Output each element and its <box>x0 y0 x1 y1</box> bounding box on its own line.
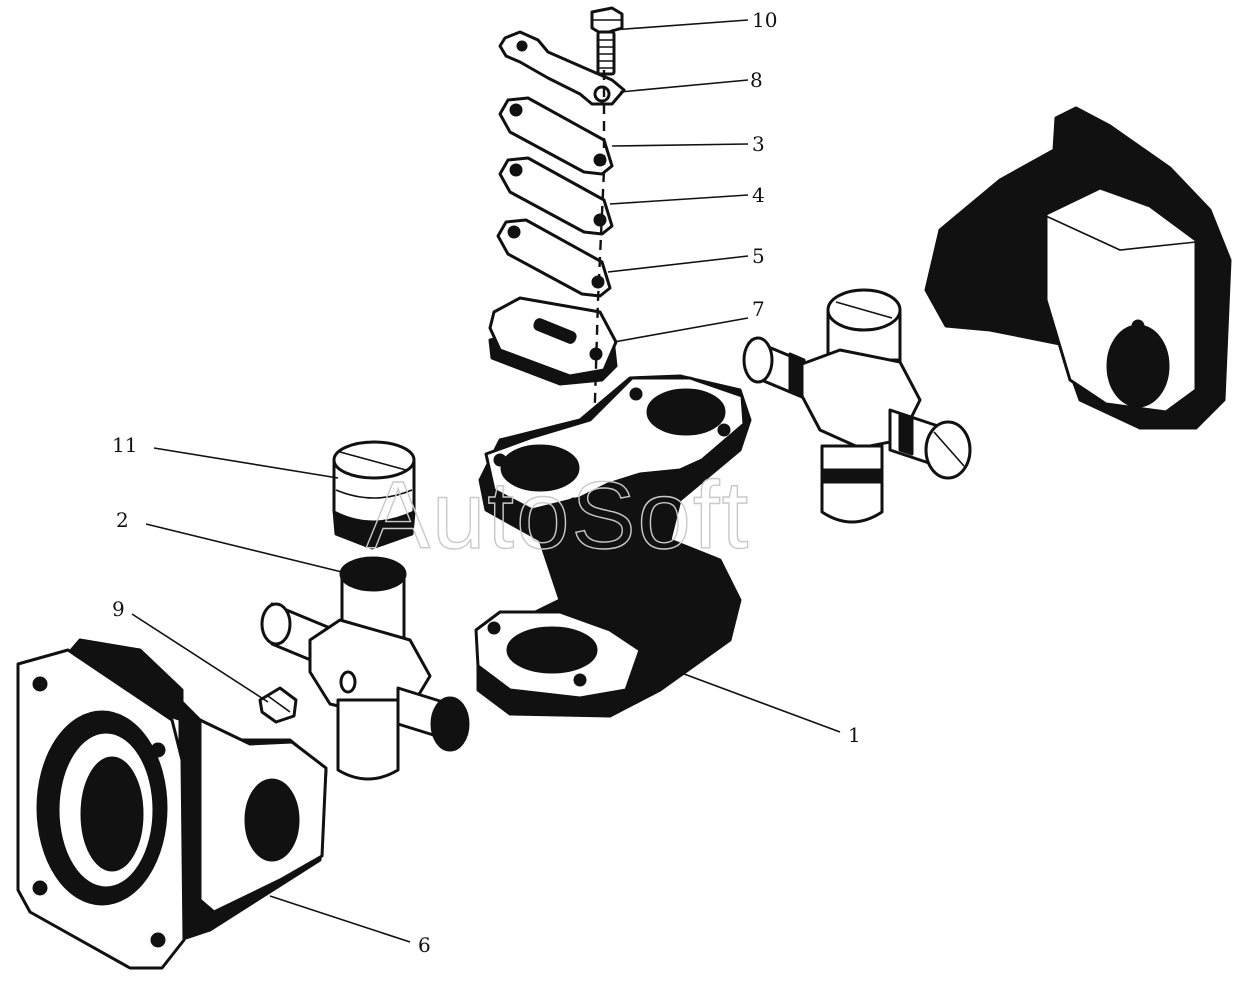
part-labels: 10 8 3 4 5 7 11 2 9 1 6 <box>112 8 861 957</box>
cover-part-7 <box>488 296 618 386</box>
watermark-text: AutoSoft <box>366 462 750 569</box>
shim-part-4 <box>498 156 614 236</box>
bolt-part-10 <box>590 6 624 76</box>
spider-cross-right <box>742 288 972 524</box>
flange-yoke-part-6 <box>16 638 328 970</box>
label-part-6: 6 <box>418 933 431 957</box>
label-part-7: 7 <box>752 297 765 321</box>
label-part-8: 8 <box>750 68 763 92</box>
label-part-2: 2 <box>116 508 129 532</box>
label-part-4: 4 <box>752 183 765 207</box>
label-part-9: 9 <box>112 597 125 621</box>
yoke-housing-part-1 <box>474 374 752 718</box>
label-part-3: 3 <box>752 132 765 156</box>
yoke-top-right <box>924 106 1232 430</box>
lock-plate-part-8 <box>498 30 626 106</box>
label-part-1: 1 <box>848 723 861 747</box>
label-part-11: 11 <box>112 433 137 457</box>
leader-lines <box>131 19 841 943</box>
bearing-cup-part-11 <box>332 440 416 550</box>
shim-part-5 <box>496 218 612 298</box>
assembly-axis-line <box>590 70 606 501</box>
spider-cross-part-2 <box>260 556 470 781</box>
label-part-5: 5 <box>752 244 765 268</box>
shim-part-3 <box>498 96 614 176</box>
label-part-10: 10 <box>752 8 777 32</box>
grease-nipple-part-9 <box>258 686 298 724</box>
